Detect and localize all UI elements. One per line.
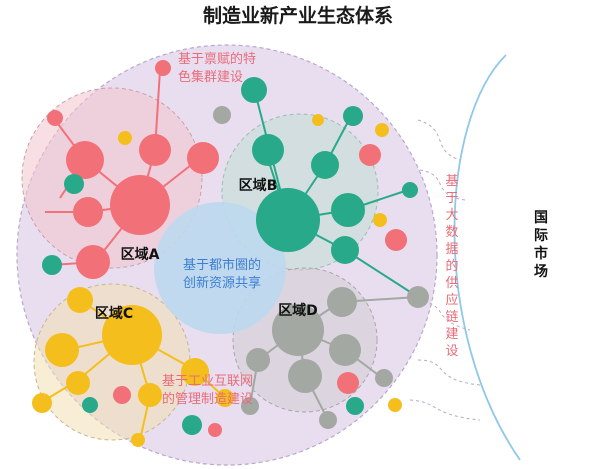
region-d-node	[375, 369, 393, 387]
right-label-char: 数	[445, 225, 458, 240]
region-b-node	[359, 144, 381, 166]
region-a-node	[139, 134, 171, 166]
region-d-node	[241, 397, 259, 415]
right-label-char: 的	[445, 258, 458, 274]
center-label-line-1: 基于都市圈的	[183, 257, 261, 273]
market-label-char: 场	[534, 264, 548, 280]
top-label-line-2: 色集群建设	[178, 69, 243, 85]
market-arc	[453, 54, 521, 461]
region-b-node	[385, 229, 407, 251]
region-c-node	[32, 393, 52, 413]
top-label-line-1: 基于禀赋的特	[178, 51, 256, 67]
region-d-node	[246, 348, 270, 372]
region-d-node	[288, 359, 322, 393]
region-c-node	[182, 415, 202, 435]
region-b-node	[311, 151, 339, 179]
region-b-node	[312, 114, 324, 126]
market-label-char: 国	[534, 210, 548, 226]
region-d-node	[329, 334, 361, 366]
region-d-node	[407, 286, 429, 308]
right-label-char: 设	[445, 344, 458, 359]
region-a-node	[73, 197, 103, 227]
right-label-char: 大	[445, 208, 458, 223]
diagram-title: 制造业新产业生态体系	[203, 4, 393, 27]
region-b-node	[373, 213, 387, 227]
region-d-node	[319, 411, 337, 429]
region-c-node	[82, 397, 98, 413]
region-b-node	[241, 77, 267, 103]
bottom-label-line-1: 基于工业互联网	[162, 374, 253, 389]
right-label-char: 应	[445, 292, 458, 308]
region-c-node	[131, 433, 145, 447]
region-a-node	[47, 110, 63, 126]
right-label-char: 于	[445, 191, 458, 206]
region-b-node	[331, 193, 365, 227]
region-c-node	[208, 423, 222, 437]
right-label-char: 链	[445, 310, 458, 325]
region-c-hub-node	[102, 305, 162, 365]
right-label-char: 建	[445, 327, 458, 342]
bottom-label-line-2: 的管理制造建设	[162, 391, 253, 407]
region-a-hub-node	[110, 175, 170, 235]
region-c-node	[113, 386, 131, 404]
region-a-node	[187, 142, 219, 174]
region-b-node	[331, 236, 359, 264]
market-label-char: 市	[534, 245, 548, 262]
region-b-hub-node	[256, 188, 320, 252]
region-a-node	[155, 60, 171, 76]
region-a-node	[118, 131, 132, 145]
market-label-char: 际	[534, 228, 548, 244]
region-c-node	[138, 383, 162, 407]
region-b-label: 区域B	[239, 177, 278, 194]
region-c-label: 区域C	[95, 305, 133, 322]
region-b-node	[343, 106, 363, 126]
region-c-node	[67, 287, 93, 313]
region-c-node	[216, 389, 234, 407]
center-circle	[154, 202, 286, 334]
right-label-char: 基	[445, 174, 458, 189]
region-a-node	[42, 255, 62, 275]
region-b-node	[375, 123, 389, 137]
region-d-node	[388, 398, 402, 412]
right-label-char: 据	[445, 242, 458, 257]
right-vertical-label: 基 于 大 数 据 的 供 应 链 建 设	[445, 174, 458, 359]
region-d-node	[346, 397, 364, 415]
region-a-node	[66, 141, 104, 179]
center-label-line-2: 创新资源共享	[183, 275, 261, 291]
market-label: 国 际 市 场	[534, 210, 548, 280]
region-d-node	[327, 287, 357, 317]
region-d-label: 区域D	[278, 302, 318, 319]
region-b-node	[402, 182, 418, 198]
region-b-node	[252, 134, 284, 166]
region-c-node	[45, 333, 79, 367]
right-label-char: 供	[445, 276, 458, 291]
region-a-node	[76, 245, 110, 279]
region-c-node	[66, 371, 90, 395]
region-a-node	[64, 174, 84, 194]
region-a-label: 区域A	[121, 246, 160, 263]
region-d-hub-node	[272, 304, 324, 356]
region-c-node	[181, 358, 209, 386]
region-d-node	[337, 372, 359, 394]
region-a-node	[213, 106, 231, 124]
